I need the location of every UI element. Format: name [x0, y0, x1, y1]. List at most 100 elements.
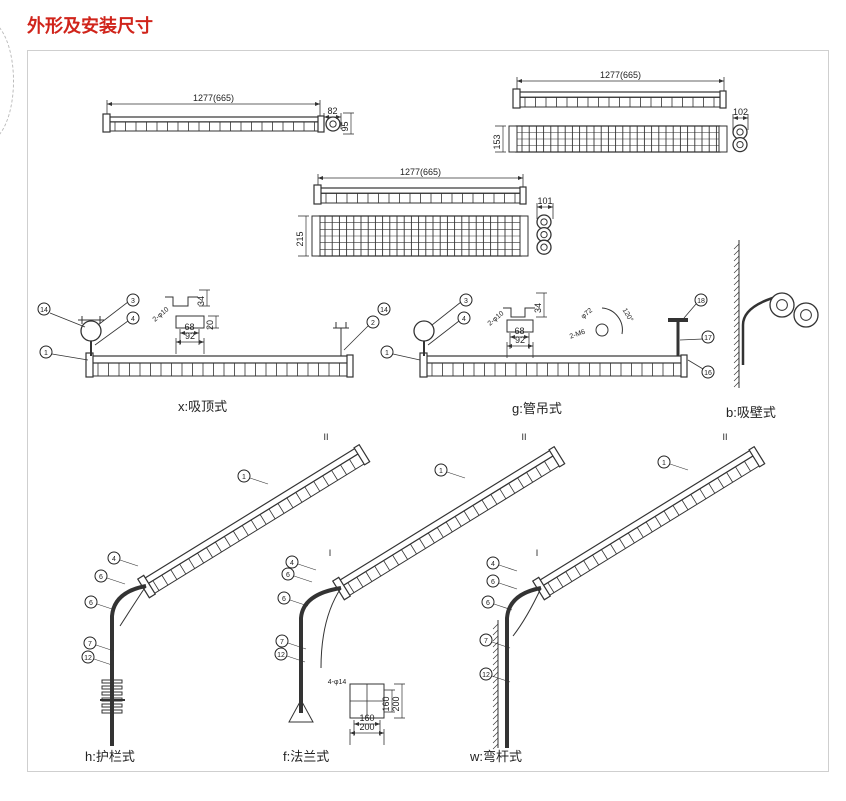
guard-rib [410, 543, 417, 555]
lamp-guard [106, 121, 322, 132]
end-cap-left [419, 352, 428, 378]
guard-rib [197, 552, 205, 564]
wall-hatch [492, 725, 499, 732]
end-cap-left [102, 113, 111, 133]
callout-6: 6 [94, 569, 108, 583]
callout-circle [701, 330, 715, 344]
dim-base-inner-v-label: 160 [381, 696, 391, 711]
callout-number: 7 [88, 641, 92, 648]
leader [498, 582, 518, 590]
callout-12: 12 [81, 650, 95, 664]
leader [49, 312, 86, 328]
guard-rib [152, 580, 160, 591]
wall-hatch [492, 647, 499, 654]
lamp-tube [317, 187, 524, 194]
guard-rib [241, 525, 249, 536]
callout-17: 17 [701, 330, 715, 344]
callout-6: 6 [281, 567, 295, 581]
end-cap-right [748, 445, 766, 468]
junction-box [413, 320, 435, 342]
callout-4: 4 [107, 551, 121, 565]
wall-hatch [733, 273, 740, 280]
guard-rib [547, 582, 555, 593]
wall-hatch [733, 255, 740, 262]
guard-rib [170, 569, 178, 580]
lamp-tube [536, 448, 757, 588]
callout-number: 1 [385, 350, 389, 357]
callout-circle [275, 634, 289, 648]
callout-number: 6 [99, 574, 103, 581]
wall-hatch [492, 695, 499, 702]
wall-hatch [733, 381, 740, 388]
guard-rib [188, 558, 196, 569]
end-view-lamp [776, 299, 788, 311]
guard-rib [347, 582, 355, 593]
end-view-lamp [540, 230, 548, 239]
dim-width-double-label: 102 [733, 107, 748, 117]
wall-hatch [492, 635, 499, 642]
guard-rib [277, 503, 285, 514]
junction-box [80, 320, 102, 342]
callout-number: 6 [486, 600, 490, 607]
callout-number: 6 [282, 596, 286, 603]
lamp-tube [141, 446, 362, 586]
guard-rib [618, 538, 626, 549]
dim-length-double-label: 1277(665) [600, 70, 641, 80]
end-cap-left [311, 215, 321, 257]
wall-hatch [733, 285, 740, 292]
callout-circle [380, 345, 394, 359]
drawing-frame [27, 50, 829, 772]
fixture-triple-side [313, 184, 527, 205]
callout-number: 6 [89, 600, 93, 607]
callout-circle [274, 647, 288, 661]
guard-rib [472, 505, 480, 516]
callout-14: 14 [377, 302, 391, 316]
wall-hatch [733, 297, 740, 304]
wall-hatch [733, 357, 740, 364]
end-cap-right [719, 90, 727, 109]
guard-rib [392, 554, 400, 566]
lamp-guard [516, 96, 724, 108]
callout-circle [126, 293, 140, 307]
callout-circle [277, 591, 291, 605]
leader [289, 599, 309, 607]
cable [119, 585, 147, 627]
callout-14: 14 [37, 302, 51, 316]
bracket-profile [165, 296, 198, 307]
dim-base-outer-label: 200 [359, 722, 374, 732]
end-cap-right [519, 186, 527, 205]
wall-hatch [492, 623, 499, 630]
guard-rib [232, 530, 240, 542]
wall-hatch [492, 677, 499, 684]
ceiling-flange [668, 318, 688, 322]
guard-rib [259, 514, 267, 525]
fixture-railing [136, 443, 371, 599]
dim-length-triple-label: 1277(665) [400, 167, 441, 177]
callout-number: 1 [242, 474, 246, 481]
guard-rib [717, 477, 725, 488]
guard-rib [436, 527, 444, 538]
callout-7: 7 [275, 634, 289, 648]
wall-hatch [733, 303, 740, 310]
guard-rib [535, 466, 542, 477]
fixture-double-top [508, 125, 728, 153]
dim-width-double-arrows [733, 116, 748, 120]
dim-height-double-label: 153 [492, 134, 502, 149]
callout-circle [237, 469, 251, 483]
fixture-ceiling-mount [85, 352, 354, 378]
label-flange-screws: 2-M6 [569, 329, 586, 341]
leader [249, 477, 269, 485]
wall-hatch [492, 719, 499, 726]
wall-hatch [733, 309, 740, 316]
wall-hatch [733, 249, 740, 256]
dim-width-single-arrows [324, 115, 341, 119]
lamp-tube [423, 355, 685, 364]
guard-rib [454, 516, 462, 527]
callout-number: 1 [662, 460, 666, 467]
dim-height-single-label: 95 [340, 121, 350, 131]
callout-circle [285, 555, 299, 569]
callout-number: 4 [131, 316, 135, 323]
ceiling-bracket [333, 322, 349, 356]
lamp-tube [106, 116, 322, 123]
